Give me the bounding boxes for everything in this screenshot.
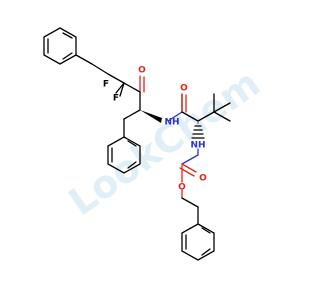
carbamate-nitrogen-label: NH bbox=[190, 141, 205, 151]
tert-butyl-group bbox=[197, 93, 231, 122]
atom-labels: F F O O NH NH O O bbox=[103, 66, 207, 193]
hashed-bond bbox=[191, 122, 205, 139]
amide-nitrogen-label: NH bbox=[164, 118, 179, 128]
phenyl-ring-bottom bbox=[181, 223, 215, 261]
ester-oxygen-label: O bbox=[178, 183, 186, 193]
watermark-text: LookChem bbox=[61, 61, 268, 224]
molecule-canvas: LookChem bbox=[43, 27, 268, 261]
structure-diagram: LookChem bbox=[43, 27, 268, 261]
amide-bonds bbox=[167, 93, 199, 122]
ketone-oxygen-label: O bbox=[138, 66, 146, 76]
fluorine-label-2: F bbox=[103, 80, 109, 90]
alpha-carbon-benzyl bbox=[123, 109, 162, 138]
phenyl-ring-top bbox=[43, 27, 77, 65]
difluoro-chain bbox=[75, 54, 145, 111]
carbamate-group bbox=[179, 148, 199, 225]
watermark: LookChem bbox=[61, 61, 268, 224]
fluorine-label-1: F bbox=[113, 94, 119, 104]
carbamate-carbonyl-oxygen-label: O bbox=[199, 174, 207, 184]
amide-oxygen-label: O bbox=[180, 84, 188, 94]
phenyl-ring-lower bbox=[107, 136, 141, 174]
